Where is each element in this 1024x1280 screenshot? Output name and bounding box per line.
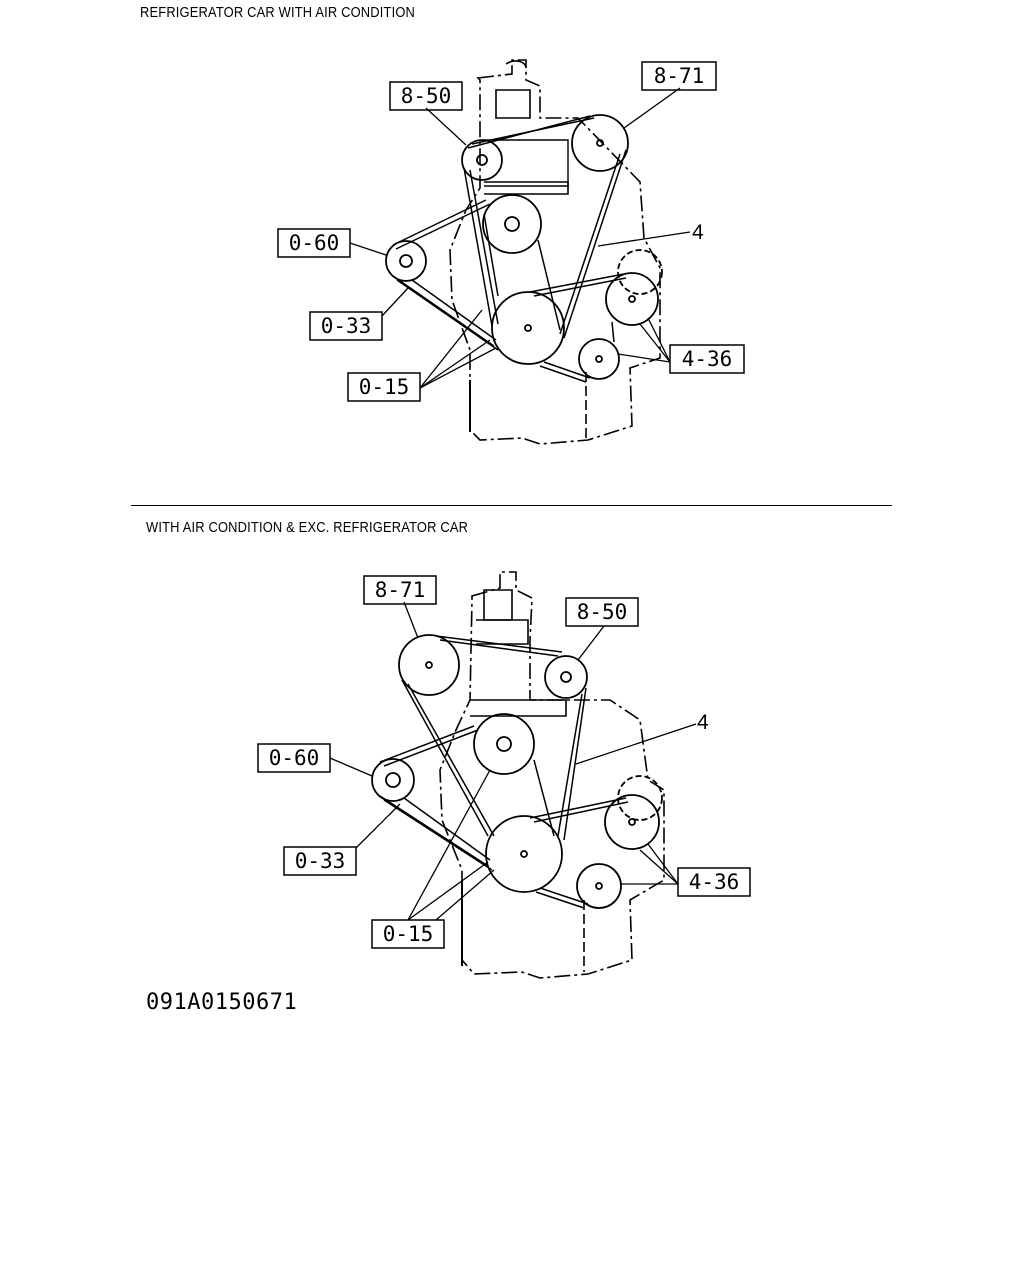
label-1-g: 4-36	[682, 347, 733, 371]
section-divider	[131, 505, 892, 506]
label-2-e: 0-33	[295, 849, 346, 873]
label-2-g: 4-36	[689, 870, 740, 894]
belts-1	[392, 115, 627, 383]
label-1-a: 8-50	[401, 84, 452, 108]
label-boxes-1	[277, 61, 745, 402]
leaders-2	[329, 601, 697, 921]
leaders-1	[349, 87, 691, 389]
label-1-e: 0-33	[321, 314, 372, 338]
label-2-b: 8-50	[577, 600, 628, 624]
engine-outline-2	[439, 571, 665, 979]
label-1-b: 8-71	[654, 64, 705, 88]
diagram-1	[277, 59, 745, 445]
label-2-a: 8-71	[375, 578, 426, 602]
label-2-c: 4	[697, 711, 709, 734]
diagram-1-labels: 8-50 8-71 4 0-60 0-33 0-15 4-36	[289, 64, 733, 399]
label-2-f: 0-15	[383, 922, 434, 946]
belts-2	[379, 635, 629, 909]
section-2-title: WITH AIR CONDITION & EXC. REFRIGERATOR C…	[146, 519, 469, 536]
engine-outline-1	[449, 59, 661, 445]
label-boxes-2	[257, 575, 751, 949]
diagram-2-labels: 8-71 8-50 4 0-60 0-33 0-15 4-36	[269, 578, 740, 946]
diagram-2	[257, 571, 751, 979]
label-2-d: 0-60	[269, 746, 320, 770]
pulleys-1	[385, 114, 663, 380]
drawing-code: 091A0150671	[146, 990, 298, 1015]
label-1-d: 0-60	[289, 231, 340, 255]
label-1-f: 0-15	[359, 375, 410, 399]
pulleys-2	[371, 634, 663, 909]
label-1-c: 4	[692, 221, 704, 244]
section-1-title: REFRIGERATOR CAR WITH AIR CONDITION	[140, 4, 416, 21]
